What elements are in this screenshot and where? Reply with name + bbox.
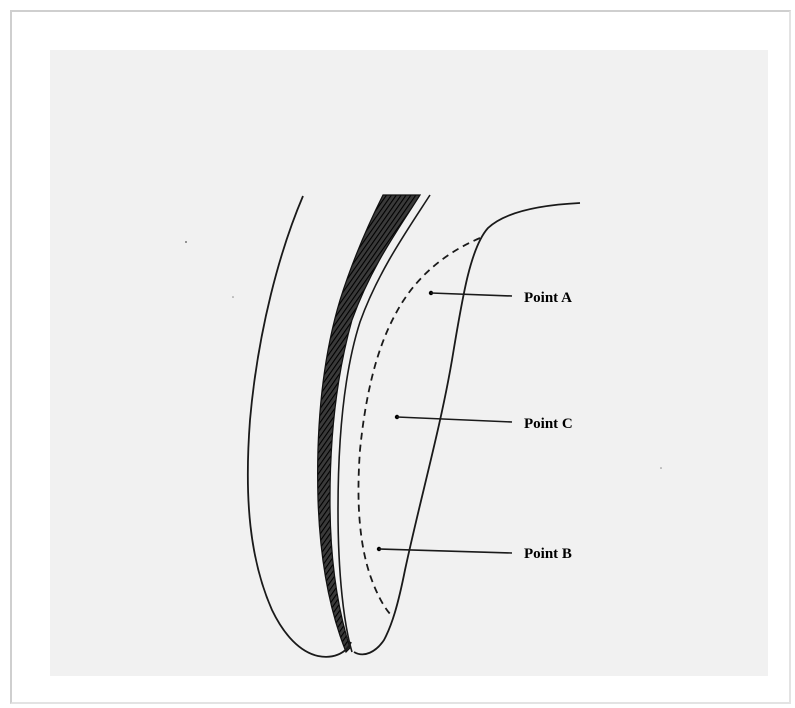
label-point-c: Point C — [524, 416, 573, 432]
speck — [660, 467, 662, 469]
speck — [185, 241, 187, 243]
label-point-b: Point B — [524, 546, 572, 562]
hatched-strip — [318, 195, 420, 652]
label-point-a: Point A — [524, 290, 572, 306]
inner-line — [338, 195, 430, 652]
leader-point-a — [429, 291, 512, 296]
speck — [232, 296, 234, 298]
leader-point-c — [395, 415, 512, 422]
leader-point-b — [377, 547, 512, 553]
